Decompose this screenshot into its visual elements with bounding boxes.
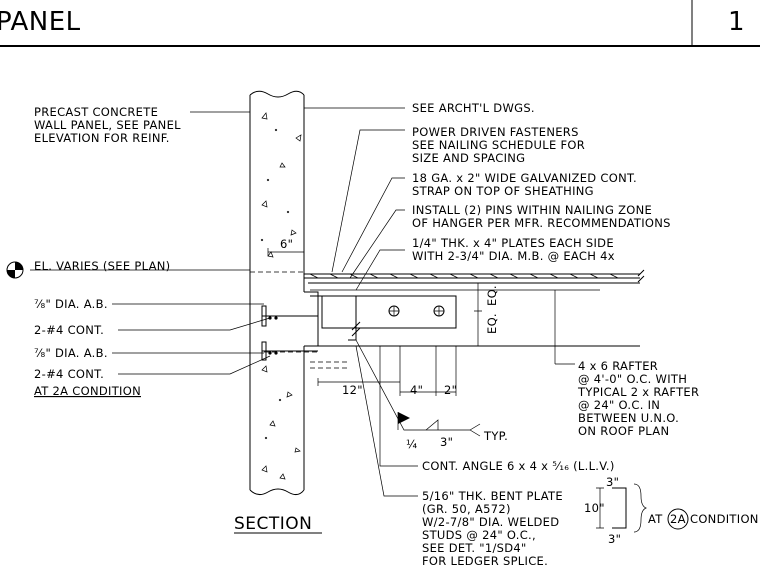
leader-strap bbox=[341, 177, 405, 273]
rebar-lower bbox=[268, 351, 272, 355]
dim-label-eq-1: EQ. bbox=[485, 285, 499, 306]
dimension-labels: 6" 12" 4" 2" EQ. EQ. bbox=[280, 237, 499, 397]
dimension-lines bbox=[267, 248, 482, 396]
dim-label-6: 6" bbox=[280, 237, 293, 251]
rafter-note-1: 4 x 6 RAFTER bbox=[578, 359, 658, 373]
condition-prefix: AT bbox=[648, 512, 663, 526]
note-archt: SEE ARCHT'L DWGS. bbox=[412, 101, 535, 115]
dim-12 bbox=[317, 378, 400, 386]
plate-profile-shape bbox=[612, 487, 627, 529]
dim-label-eq-2: EQ. bbox=[485, 313, 499, 334]
rafter-note: 4 x 6 RAFTER @ 4'-0" O.C. WITH TYPICAL 2… bbox=[577, 359, 699, 438]
profile-dim-3-bottom: 3" bbox=[608, 532, 621, 546]
note-panel-1: PRECAST CONCRETE bbox=[34, 105, 158, 119]
note-strap-1: 18 GA. x 2" WIDE GALVANIZED CONT. bbox=[412, 171, 637, 185]
note-rebar-1: 2-#4 CONT. bbox=[34, 323, 104, 337]
rafter-note-6: ON ROOF PLAN bbox=[578, 424, 669, 438]
leader-bent-plate bbox=[355, 345, 418, 497]
condition-callout: AT 2A CONDITION bbox=[648, 508, 759, 530]
note-strap-2: STRAP ON TOP OF SHEATHING bbox=[412, 184, 594, 198]
notes-left: PRECAST CONCRETE WALL PANEL, SEE PANEL E… bbox=[34, 105, 181, 398]
anchor-bolt-head-upper bbox=[261, 305, 267, 327]
notes-right: SEE ARCHT'L DWGS. POWER DRIVEN FASTENERS… bbox=[412, 101, 671, 263]
side-plate bbox=[321, 295, 457, 329]
fillet-symbol bbox=[425, 419, 439, 431]
profile-dim-3-top: 3" bbox=[606, 475, 619, 489]
rafter-break bbox=[637, 269, 645, 283]
grouping-brace bbox=[633, 483, 647, 533]
note-plates-2: WITH 2-3/4" DIA. M.B. @ EACH 4x bbox=[412, 249, 615, 263]
wall-break-top bbox=[249, 90, 305, 98]
dim-label-12: 12" bbox=[342, 383, 363, 397]
rafter-note-4: @ 24" O.C. IN bbox=[578, 398, 660, 412]
note-plate-6: FOR LEDGER SPLICE. bbox=[422, 554, 548, 568]
note-fasteners-3: SIZE AND SPACING bbox=[412, 151, 525, 165]
section-label: SECTION bbox=[234, 514, 312, 534]
note-leaders bbox=[30, 107, 575, 497]
note-plate-2: (GR. 50, A572) bbox=[422, 502, 511, 516]
note-plate-3: W/2-7/8" DIA. WELDED bbox=[422, 515, 559, 529]
leader-angle bbox=[379, 346, 418, 467]
elevation-marker bbox=[6, 261, 24, 279]
profile-dim-10: 10" bbox=[584, 501, 605, 515]
ledger-angle bbox=[304, 291, 319, 347]
concrete-wall-panel bbox=[249, 90, 320, 496]
weld-labels: ¼ 3" TYP. bbox=[406, 429, 508, 451]
ledger-notes: CONT. ANGLE 6 x 4 x ⁵⁄₁₆ (L.L.V.) 5/16" … bbox=[422, 459, 615, 568]
note-plate-1: 5/16" THK. BENT PLATE bbox=[422, 489, 563, 503]
note-ab-2: ⅞" DIA. A.B. bbox=[34, 346, 108, 360]
wall-break-bottom bbox=[249, 488, 305, 496]
note-elev: EL. VARIES (SEE PLAN) bbox=[34, 259, 170, 273]
weld-size: ¼ bbox=[406, 437, 417, 451]
note-fasteners-2: SEE NAILING SCHEDULE FOR bbox=[412, 138, 585, 152]
condition-suffix: CONDITION bbox=[690, 512, 759, 526]
dim-label-2: 2" bbox=[444, 383, 457, 397]
dim-eq bbox=[474, 282, 482, 347]
concrete-hatch bbox=[260, 112, 302, 480]
leader-pins bbox=[349, 209, 405, 279]
rafter-note-3: TYPICAL 2 x RAFTER bbox=[577, 385, 699, 399]
sheet-title: PANEL bbox=[0, 7, 81, 37]
dim-label-4: 4" bbox=[410, 383, 423, 397]
note-plate-4: STUDS @ 24" O.C., bbox=[422, 528, 536, 542]
note-pins-1: INSTALL (2) PINS WITHIN NAILING ZONE bbox=[412, 203, 652, 217]
roof-rafter bbox=[304, 269, 645, 369]
title-block: PANEL 1 bbox=[0, 0, 760, 47]
weld-typ: TYP. bbox=[483, 429, 508, 443]
note-panel-2: WALL PANEL, SEE PANEL bbox=[34, 118, 181, 132]
note-pins-2: OF HANGER PER MFR. RECOMMENDATIONS bbox=[412, 216, 671, 230]
note-plate-5: SEE DET. "1/SD4" bbox=[422, 541, 527, 555]
note-rebar-2: 2-#4 CONT. bbox=[34, 367, 104, 381]
dim-6 bbox=[267, 248, 305, 256]
condition-tag: 2A bbox=[670, 512, 686, 526]
rafter-note-5: BETWEEN U.N.O. bbox=[578, 411, 679, 425]
weld-marks bbox=[351, 321, 361, 337]
note-angle: CONT. ANGLE 6 x 4 x ⁵⁄₁₆ (L.L.V.) bbox=[422, 459, 615, 473]
note-at-2a: AT 2A CONDITION bbox=[34, 384, 141, 398]
note-ab-1: ⅞" DIA. A.B. bbox=[34, 297, 108, 311]
leader-plates bbox=[355, 249, 405, 291]
bent-plate-profile: 3" 10" 3" bbox=[584, 475, 647, 546]
weld-length: 3" bbox=[440, 435, 453, 449]
wall-faces bbox=[249, 95, 305, 490]
note-plates-1: 1/4" THK. x 4" PLATES EACH SIDE bbox=[412, 236, 614, 250]
anchor-bolt-head-lower bbox=[261, 341, 267, 361]
weld-symbol bbox=[355, 339, 481, 437]
bent-plate bbox=[310, 295, 357, 341]
condition-tag-circle bbox=[667, 508, 689, 530]
leader-fasteners bbox=[331, 129, 405, 273]
section-title: SECTION bbox=[234, 514, 322, 534]
sheet-number: 1 bbox=[728, 7, 745, 37]
rafter-note-2: @ 4'-0" O.C. WITH bbox=[578, 372, 687, 386]
note-fasteners-1: POWER DRIVEN FASTENERS bbox=[412, 125, 579, 139]
weld-leader bbox=[355, 339, 470, 431]
note-panel-3: ELEVATION FOR REINF. bbox=[34, 131, 170, 145]
